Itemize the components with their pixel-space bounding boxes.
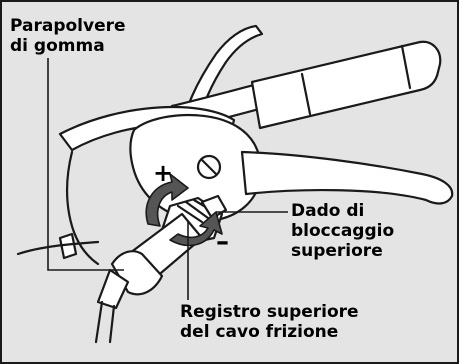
handlebar-grip xyxy=(252,42,440,128)
label-cable-adjuster: Registro superiore del cavo frizione xyxy=(178,302,361,342)
label-dust-boot-line-1: Parapolvere xyxy=(10,16,126,36)
label-lock-nut-line-2: bloccaggio xyxy=(291,221,394,241)
label-lock-nut-line-1: Dado di xyxy=(291,201,394,221)
minus-sign: – xyxy=(216,230,229,254)
plus-sign: + xyxy=(153,161,173,185)
label-cable-adjuster-line-2: del cavo frizione xyxy=(180,322,359,342)
label-dust-boot-line-2: di gomma xyxy=(10,36,126,56)
label-dust-boot: Parapolvere di gomma xyxy=(10,16,128,56)
label-lock-nut: Dado di bloccaggio superiore xyxy=(289,201,396,261)
label-cable-adjuster-line-1: Registro superiore xyxy=(180,302,359,322)
label-lock-nut-line-3: superiore xyxy=(291,241,394,261)
clutch-lever xyxy=(242,152,452,203)
